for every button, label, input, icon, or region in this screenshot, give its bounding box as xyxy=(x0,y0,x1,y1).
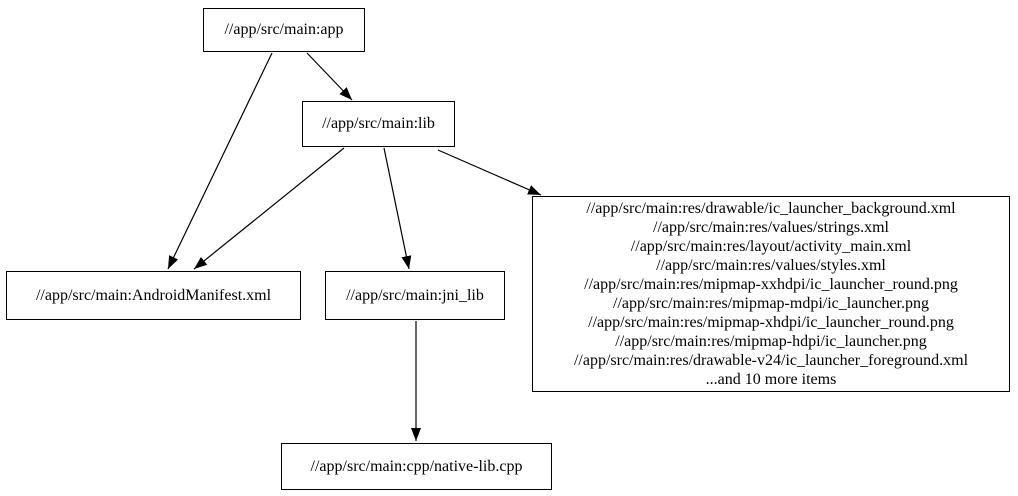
node-native-lib-cpp-label: //app/src/main:cpp/native-lib.cpp xyxy=(310,457,523,475)
res-file-item: //app/src/main:res/drawable/ic_launcher_… xyxy=(586,200,956,217)
res-file-item: //app/src/main:res/mipmap-xxhdpi/ic_laun… xyxy=(584,276,958,293)
res-file-item: //app/src/main:res/mipmap-mdpi/ic_launch… xyxy=(613,295,929,312)
edge-lib-manifest xyxy=(193,147,345,270)
node-lib: //app/src/main:lib xyxy=(302,101,455,147)
node-jni-lib: //app/src/main:jni_lib xyxy=(325,271,505,320)
node-lib-label: //app/src/main:lib xyxy=(322,115,435,132)
edge-lib-res xyxy=(437,149,542,196)
res-file-item: //app/src/main:res/layout/activity_main.… xyxy=(630,238,912,255)
res-more-items: ...and 10 more items xyxy=(705,371,837,388)
edge-app-lib xyxy=(306,52,353,101)
node-app: //app/src/main:app xyxy=(203,8,365,52)
node-res-files: //app/src/main:res/drawable/ic_launcher_… xyxy=(532,196,1010,392)
node-app-label: //app/src/main:app xyxy=(224,21,344,38)
res-file-item: //app/src/main:res/drawable-v24/ic_launc… xyxy=(573,352,969,369)
node-jni-lib-label: //app/src/main:jni_lib xyxy=(346,286,484,304)
node-android-manifest-label: //app/src/main:AndroidManifest.xml xyxy=(35,286,272,304)
node-android-manifest: //app/src/main:AndroidManifest.xml xyxy=(6,271,301,320)
res-file-item: //app/src/main:res/mipmap-hdpi/ic_launch… xyxy=(615,333,927,350)
node-native-lib-cpp: //app/src/main:cpp/native-lib.cpp xyxy=(281,443,552,490)
res-file-item: //app/src/main:res/values/styles.xml xyxy=(656,257,886,274)
res-file-item: //app/src/main:res/mipmap-xhdpi/ic_launc… xyxy=(588,314,954,331)
edge-lib-jni_lib xyxy=(383,147,412,270)
res-file-item: //app/src/main:res/values/strings.xml xyxy=(653,219,889,236)
edge-app-manifest xyxy=(167,52,273,270)
